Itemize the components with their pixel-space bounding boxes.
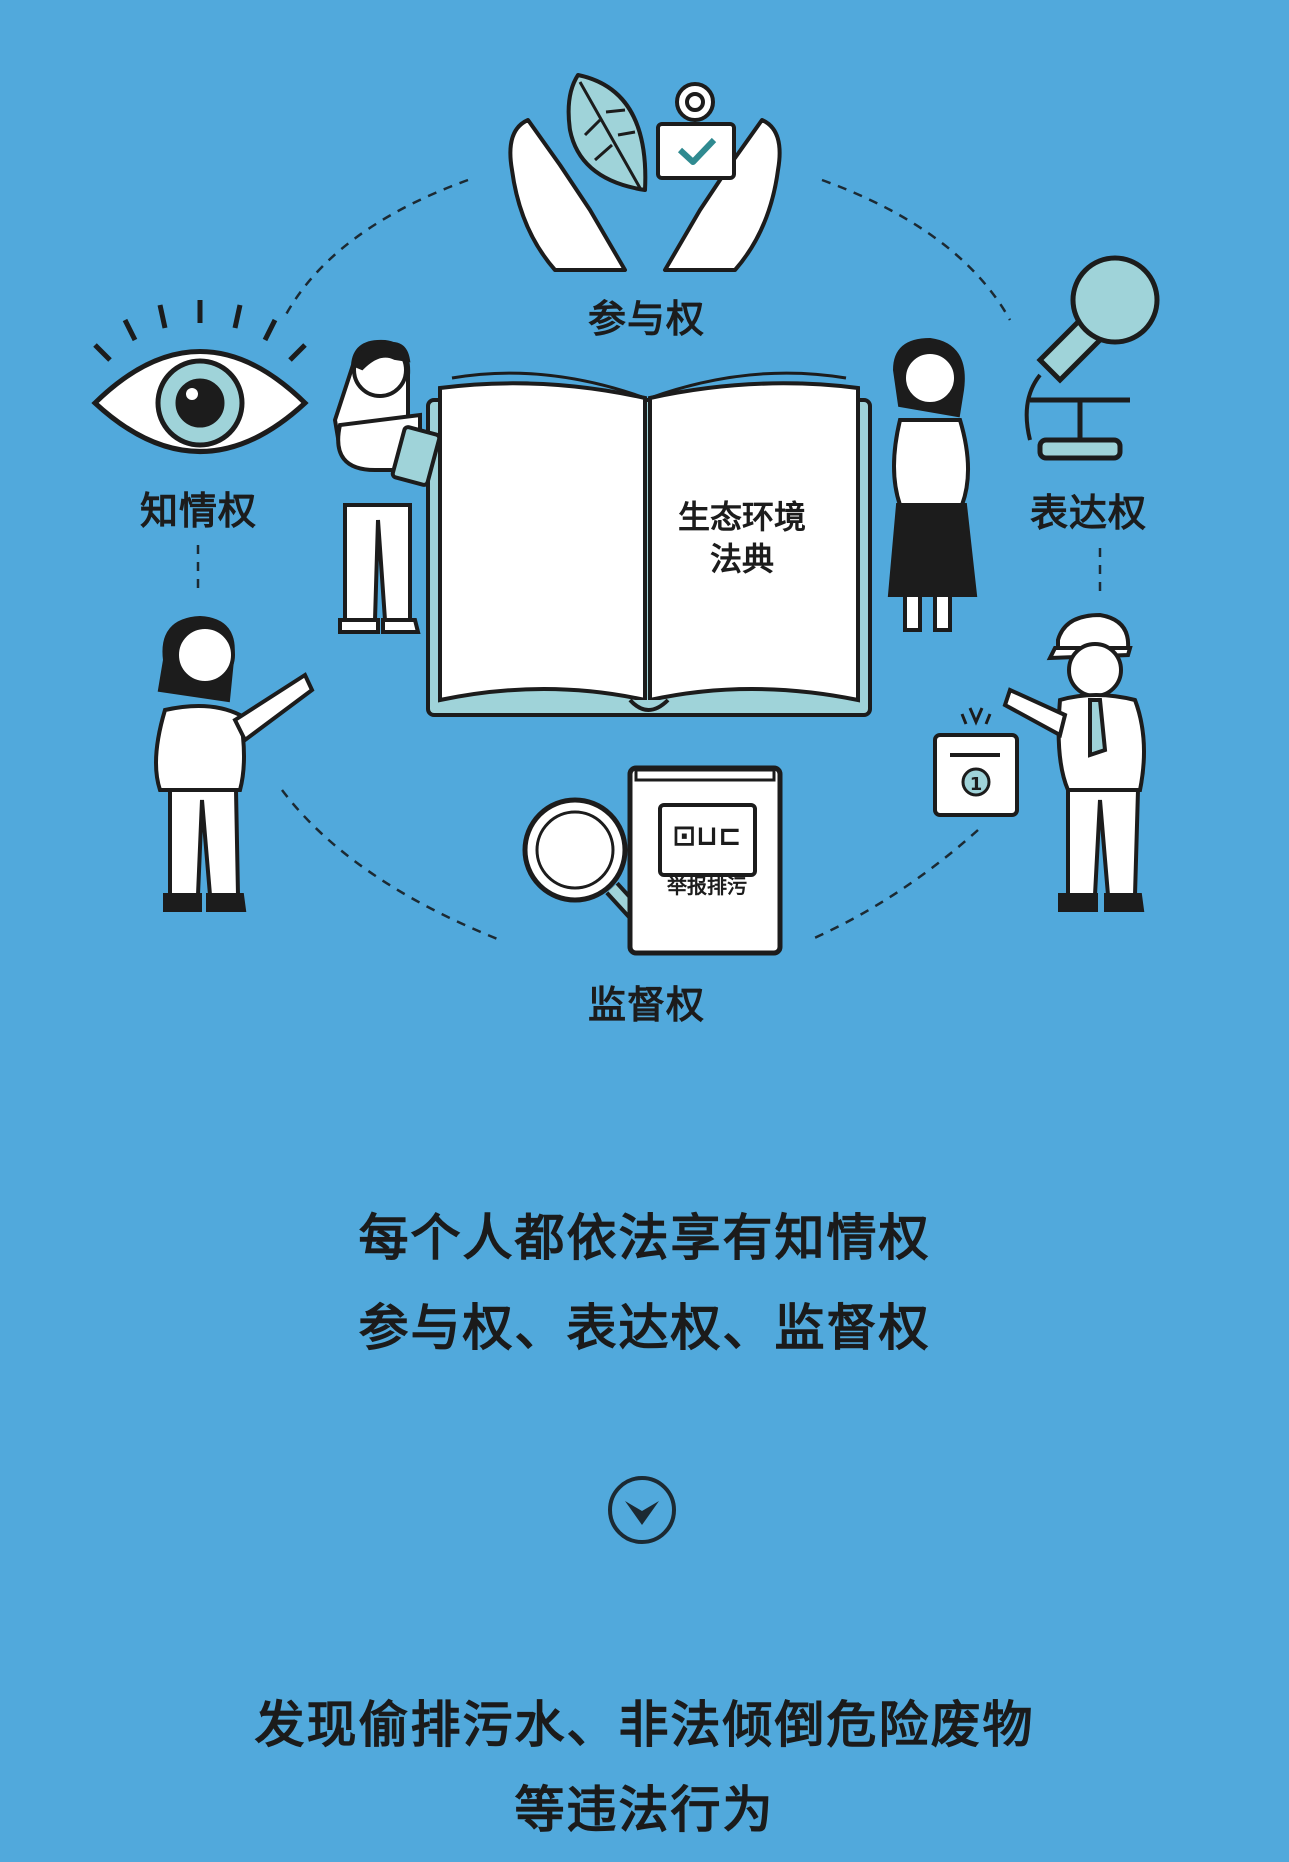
caption-line-2: 参与权、表达权、监督权 [358,1299,931,1357]
ballot-number: 1 [970,774,983,795]
book-title-line1: 生态环境 [678,498,806,536]
caption-line-4: 等违法行为 [514,1781,775,1839]
person-with-tablet [332,339,442,634]
microphone-icon [1024,255,1160,461]
report-box-icon: ⊡⊔⊏ 举报排污 [627,765,783,956]
hands-leaf-icon [508,73,782,272]
book-title-line2: 法典 [710,540,774,578]
expression-right-label: 表达权 [1030,491,1148,535]
chevron-down-icon [608,1476,676,1544]
svg-text:⊡⊔⊏: ⊡⊔⊏ [672,819,741,852]
box-sign-text: 举报排污 [666,874,747,898]
rights-illustration: ⊡⊔⊏ 举报排污 生态环境 法典 [91,73,1160,956]
eye-icon [91,300,309,454]
caption-line-1: 每个人都依法享有知情权 [358,1209,931,1267]
caption-line-3: 发现偷排污水、非法倾倒危险废物 [254,1696,1035,1754]
supervision-right-label: 监督权 [588,983,706,1027]
woman-pointing [154,615,315,912]
man-with-cap [1002,612,1146,912]
scroll-down-button[interactable] [607,1475,677,1545]
information-right-label: 知情权 [140,489,258,533]
dashed-connectors [196,178,1102,942]
participation-right-label: 参与权 [588,297,706,341]
open-book: 生态环境 法典 [426,371,872,717]
ballot-box-icon: 1 [933,707,1019,817]
woman-with-folder [887,337,978,632]
